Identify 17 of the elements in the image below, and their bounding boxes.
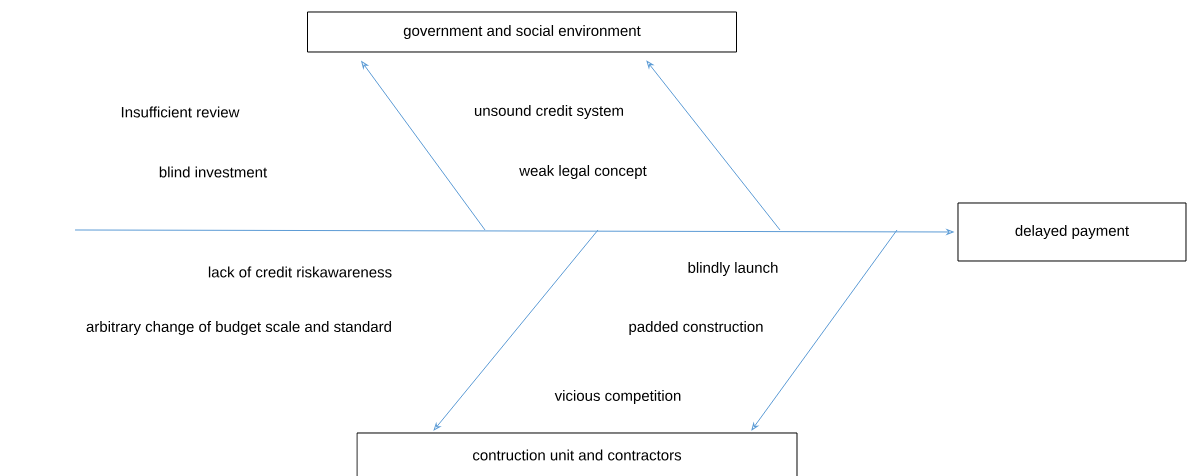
cause-label: lack of credit riskawareness <box>208 266 392 278</box>
arrow <box>751 229 898 431</box>
arrow <box>646 60 781 231</box>
cause-category-box: government and social environment <box>307 11 737 53</box>
arrow <box>433 229 599 431</box>
cause-label: blindly launch <box>688 262 778 276</box>
cause-label: Insufficient review <box>121 106 240 118</box>
arrow <box>361 61 486 231</box>
cause-label: padded construction <box>629 321 763 335</box>
arrow <box>74 229 954 235</box>
cause-label: weak legal concept <box>519 165 647 179</box>
effect-box: delayed payment <box>957 202 1187 262</box>
cause-category-box: contruction unit and contractors <box>356 432 798 476</box>
cause-label: arbitrary change of budget scale and standard <box>86 321 391 335</box>
cause-label: blind investment <box>159 166 268 178</box>
cause-label: unsound credit system <box>474 105 623 119</box>
cause-label: vicious competition <box>554 390 681 404</box>
